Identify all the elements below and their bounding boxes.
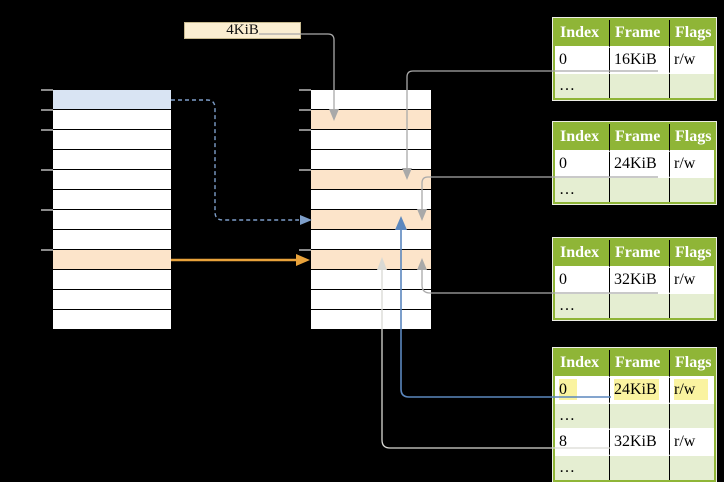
column-header-index: Index <box>555 20 610 48</box>
address-tick <box>299 89 311 91</box>
flags-cell <box>670 178 714 202</box>
column-header-frame: Frame <box>610 20 670 48</box>
table-row: 8 32KiB r/w <box>555 430 714 456</box>
memory-cell-plain <box>53 230 171 250</box>
flags-cell: r/w <box>670 268 714 294</box>
memory-cell-plain <box>53 290 171 310</box>
highlight-mark: r/w <box>674 379 709 400</box>
index-cell: 0 <box>555 268 610 294</box>
frame-cell: 32KiB <box>610 268 670 294</box>
frame-cell <box>610 74 670 98</box>
index-cell: … <box>555 294 610 318</box>
address-tick <box>299 129 311 131</box>
memory-cell-frame <box>311 170 431 190</box>
index-cell: … <box>555 178 610 202</box>
flags-cell <box>670 404 714 430</box>
column-header-frame: Frame <box>610 350 670 378</box>
frame-cell: 16KiB <box>610 48 670 74</box>
memory-cell-plain <box>311 90 431 110</box>
table-row-ellipsis: … <box>555 456 714 480</box>
memory-cell-frame <box>311 110 431 130</box>
memory-cell-plain <box>311 190 431 210</box>
memory-cell-plain <box>311 290 431 310</box>
memory-cell-plain <box>311 230 431 250</box>
frame-cell <box>610 178 670 202</box>
highlight-mark: 0 <box>559 379 577 400</box>
column-header-frame: Frame <box>610 240 670 268</box>
virtual-memory-column <box>53 90 171 330</box>
memory-cell-plain <box>53 130 171 150</box>
highlight-mark: 24KiB <box>614 379 659 400</box>
column-header-flags: Flags <box>670 124 714 152</box>
address-tick <box>41 209 53 211</box>
address-tick <box>299 169 311 171</box>
flags-cell: r/w <box>670 430 714 456</box>
frame-cell: 24KiB <box>610 378 670 404</box>
memory-cell-plain <box>53 110 171 130</box>
frame-cell: 24KiB <box>610 152 670 178</box>
memory-cell-plain <box>53 150 171 170</box>
flags-cell: r/w <box>670 48 714 74</box>
address-tick <box>41 249 53 251</box>
flags-cell: r/w <box>670 378 714 404</box>
memory-cell-frame <box>53 250 171 270</box>
memory-cell-plain <box>311 270 431 290</box>
page-size-label: 4KiB <box>184 22 301 39</box>
index-cell: 0 <box>555 48 610 74</box>
frame-cell <box>610 294 670 318</box>
table-row-ellipsis: … <box>555 294 714 318</box>
column-header-index: Index <box>555 124 610 152</box>
frame-cell <box>610 456 670 480</box>
page-table-2: Index Frame Flags 0 24KiB r/w … <box>552 121 717 205</box>
column-header-flags: Flags <box>670 20 714 48</box>
memory-cell-plain <box>53 270 171 290</box>
flags-cell: r/w <box>670 152 714 178</box>
memory-cell-frame <box>311 210 431 230</box>
frame-cell: 32KiB <box>610 430 670 456</box>
table-row-ellipsis: … <box>555 404 714 430</box>
address-tick <box>41 109 53 111</box>
page-table-1: Index Frame Flags 0 16KiB r/w … <box>552 17 717 101</box>
index-cell: 0 <box>555 378 610 404</box>
address-tick <box>299 109 311 111</box>
flags-cell <box>670 294 714 318</box>
memory-cell-plain <box>53 190 171 210</box>
table-row-ellipsis: … <box>555 74 714 98</box>
flags-cell <box>670 74 714 98</box>
memory-cell-plain <box>53 310 171 330</box>
memory-cell-plain <box>53 170 171 190</box>
column-header-index: Index <box>555 350 610 378</box>
index-cell: 8 <box>555 430 610 456</box>
column-header-index: Index <box>555 240 610 268</box>
page-table-3: Index Frame Flags 0 32KiB r/w … <box>552 237 717 321</box>
column-header-frame: Frame <box>610 124 670 152</box>
flags-cell <box>670 456 714 480</box>
memory-cell-plain <box>53 210 171 230</box>
address-tick <box>41 89 53 91</box>
table-row: 0 24KiB r/w <box>555 152 714 178</box>
column-header-flags: Flags <box>670 350 714 378</box>
address-tick <box>41 169 53 171</box>
index-cell: … <box>555 456 610 480</box>
index-cell: 0 <box>555 152 610 178</box>
physical-memory-column <box>311 90 431 330</box>
table-row: 0 16KiB r/w <box>555 48 714 74</box>
memory-cell-frame <box>311 250 431 270</box>
memory-cell-plain <box>311 130 431 150</box>
table-row: 0 32KiB r/w <box>555 268 714 294</box>
index-cell: … <box>555 404 610 430</box>
table-row-highlighted: 0 24KiB r/w <box>555 378 714 404</box>
virtual-page-to-frame-orange-arrow <box>171 254 310 266</box>
address-tick <box>41 129 53 131</box>
column-header-flags: Flags <box>670 240 714 268</box>
index-cell: … <box>555 74 610 98</box>
memory-cell-vm <box>53 90 171 110</box>
virtual-page-dashed-arrow <box>171 99 312 225</box>
memory-cell-plain <box>311 150 431 170</box>
frame-cell <box>610 404 670 430</box>
memory-cell-plain <box>311 310 431 330</box>
page-table-4: Index Frame Flags 0 24KiB r/w … 8 32KiB … <box>552 347 717 482</box>
table-row-ellipsis: … <box>555 178 714 202</box>
address-tick <box>299 249 311 251</box>
